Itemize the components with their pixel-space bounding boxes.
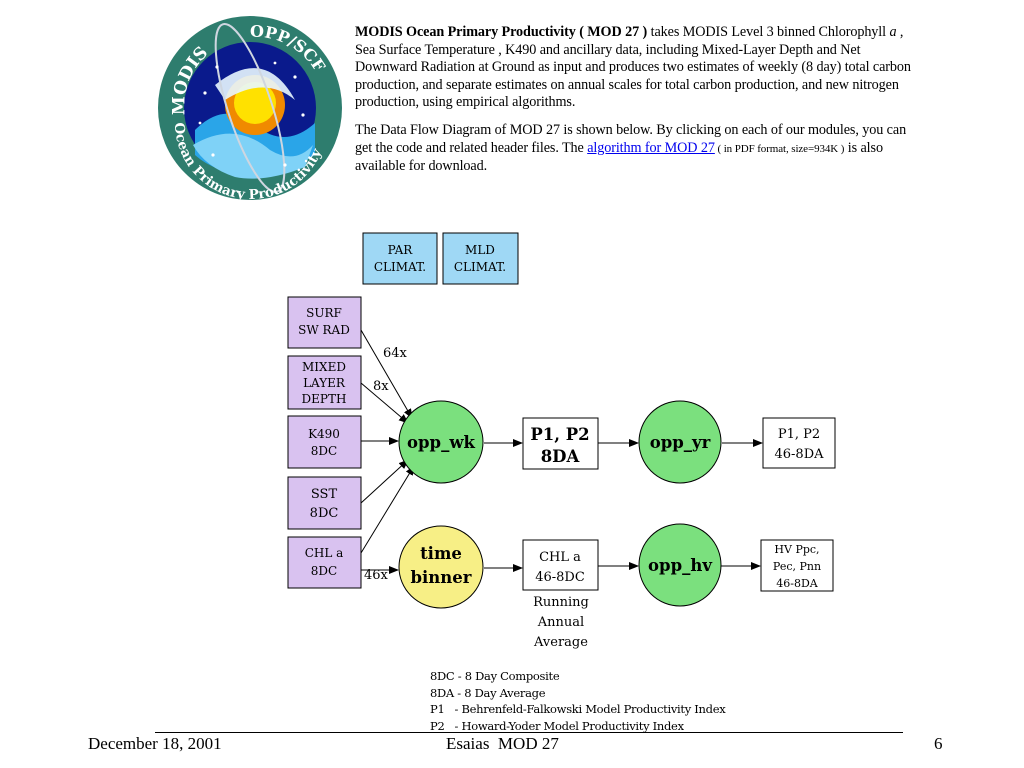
svg-text:SST: SST (311, 487, 338, 502)
connectors (360, 329, 763, 574)
svg-text:PAR: PAR (388, 243, 414, 257)
mld-climat-box[interactable]: MLD CLIMAT. (442, 232, 519, 285)
par-climat-box[interactable]: PAR CLIMAT. (362, 232, 438, 285)
svg-text:Pec, Pnn: Pec, Pnn (773, 560, 821, 573)
svg-text:Average: Average (533, 635, 588, 650)
svg-text:SURF: SURF (306, 306, 342, 320)
svg-text:HV Ppc,: HV Ppc, (774, 543, 819, 556)
pdf-size-note: ( in PDF format, size=934K ) (714, 142, 845, 155)
svg-text:opp_hv: opp_hv (648, 556, 712, 575)
edge-sst-to-opp-wk (360, 459, 409, 504)
chl-a-46-8dc-output[interactable]: CHL a 46-8DC (522, 539, 599, 591)
legend-p2: P2 - Howard-Yoder Model Productivity Ind… (430, 718, 684, 733)
intro-p2-text: The Data Flow Diagram of MOD 27 is shown… (355, 121, 907, 156)
svg-text:46-8DC: 46-8DC (535, 570, 585, 585)
svg-text:MIXED: MIXED (302, 360, 346, 374)
svg-text:CLIMAT.: CLIMAT. (374, 260, 426, 274)
sst-8dc-box[interactable]: SST 8DC (287, 476, 362, 530)
intro-text: MODIS Ocean Primary Productivity ( MOD 2… (355, 24, 915, 186)
svg-text:46-8DA: 46-8DA (774, 447, 824, 462)
abbreviation-legend: 8DC - 8 Day Composite 8DA - 8 Day Averag… (430, 668, 726, 734)
svg-text:K490: K490 (308, 427, 340, 441)
logo-stars (198, 61, 305, 167)
legend-8dc: 8DC - 8 Day Composite (430, 669, 560, 683)
slide-number: 6 (934, 734, 943, 753)
svg-text:8DA: 8DA (541, 447, 580, 466)
svg-text:Running: Running (533, 595, 589, 610)
edge-labels: 64x 8x 46x (364, 346, 408, 583)
algorithm-link[interactable]: algorithm for MOD 27 (587, 139, 715, 156)
svg-text:8DC: 8DC (311, 444, 337, 458)
p1-p2-8da-output[interactable]: P1, P2 8DA (522, 417, 599, 470)
surf-sw-rad-box[interactable]: SURF SW RAD (287, 296, 362, 349)
intro-title: MODIS Ocean Primary Productivity ( MOD 2… (355, 24, 648, 40)
svg-text:Annual: Annual (537, 615, 584, 630)
edge-mixed-to-opp-wk (360, 382, 409, 424)
edge-label-46x: 46x (364, 568, 389, 583)
svg-text:8DC: 8DC (311, 564, 337, 578)
svg-text:P1, P2: P1, P2 (778, 427, 820, 442)
svg-text:CLIMAT.: CLIMAT. (454, 260, 506, 274)
svg-text:CHL a: CHL a (539, 550, 581, 565)
svg-text:binner: binner (411, 568, 472, 587)
edge-surf-to-opp-wk (360, 329, 413, 419)
intro-paragraph-2: The Data Flow Diagram of MOD 27 is shown… (355, 122, 915, 176)
mixed-layer-depth-box[interactable]: MIXED LAYER DEPTH (287, 355, 362, 410)
p1-p2-46-8da-output[interactable]: P1, P2 46-8DA (762, 417, 836, 469)
intro-p1-text: takes MODIS Level 3 binned Chlorophyll (647, 24, 887, 40)
opp-yr-process[interactable]: opp_yr (638, 400, 722, 484)
svg-text:P1, P2: P1, P2 (530, 425, 589, 444)
k490-8dc-box[interactable]: K490 8DC (287, 415, 362, 469)
edge-label-8x: 8x (373, 379, 389, 394)
intro-paragraph-1: MODIS Ocean Primary Productivity ( MOD 2… (355, 24, 915, 112)
time-binner-process[interactable]: time binner (398, 525, 484, 609)
svg-text:time: time (420, 544, 462, 563)
hv-ppc-pec-pnn-output[interactable]: HV Ppc, Pec, Pnn 46-8DA (760, 539, 834, 592)
intro-p1-rest: , Sea Surface Temperature , K490 and anc… (355, 24, 911, 111)
edge-label-64x: 64x (383, 346, 408, 361)
opp-wk-process[interactable]: opp_wk (398, 400, 484, 484)
svg-text:DEPTH: DEPTH (302, 392, 347, 406)
intro-p2-end: is also available for download. (355, 139, 883, 175)
edge-chl-to-opp-wk (360, 465, 415, 554)
legend-p1: P1 - Behrenfeld-Falkowski Model Producti… (430, 702, 726, 717)
svg-text:46-8DA: 46-8DA (776, 577, 819, 590)
footer-date: December 18, 2001 (88, 734, 222, 753)
alpha-symbol: a (889, 24, 897, 40)
chl-a-8dc-box[interactable]: CHL a 8DC (287, 536, 362, 589)
svg-text:MLD: MLD (465, 243, 495, 257)
running-annual-average-note: Running Annual Average (533, 595, 589, 650)
modis-opp-scf-logo: MODIS OPP/SCF Ocean Primary Productivity (155, 5, 345, 210)
footer-title: Esaias MOD 27 (446, 734, 559, 753)
legend-8da: 8DA - 8 Day Average (430, 685, 546, 700)
svg-text:opp_yr: opp_yr (650, 433, 711, 452)
svg-text:opp_wk: opp_wk (407, 433, 476, 452)
svg-text:LAYER: LAYER (303, 376, 346, 390)
svg-text:SW RAD: SW RAD (298, 323, 350, 337)
opp-hv-process[interactable]: opp_hv (638, 523, 722, 607)
svg-text:CHL a: CHL a (305, 546, 344, 560)
footer-rule (155, 732, 903, 733)
svg-text:8DC: 8DC (310, 506, 339, 521)
